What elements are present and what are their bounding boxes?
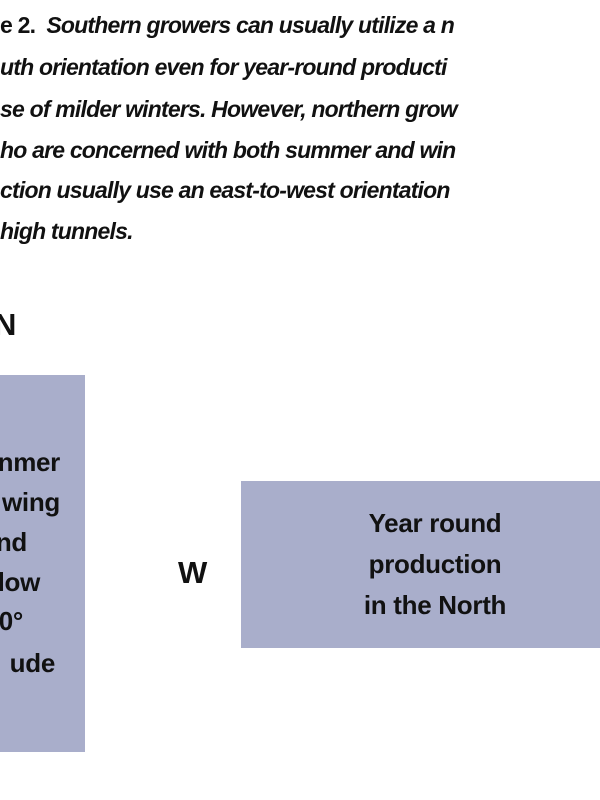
north-label: N [0,307,17,342]
right-box-line: production [368,549,502,579]
caption-line-5: ction usually use an east-to-west orient… [0,177,450,203]
figure-label: e 2. [0,12,36,38]
left-box-line: low [0,567,40,597]
left-box-line: ude [9,648,56,678]
left-box-line: wing [1,487,60,517]
caption-line-4: ho are concerned with both summer and wi… [0,137,456,163]
caption-line-3: se of milder winters. However, northern … [0,96,458,122]
summer-growing-tunnel-box [0,375,85,752]
left-box-line: nd [0,527,27,557]
right-box-text: Year round production in the North [280,481,590,648]
right-box-line: Year round [368,508,502,538]
caption-line-1: e 2. Southern growers can usually utiliz… [0,12,455,39]
left-box-line: 0° [0,606,23,636]
left-box-line: nmer [0,447,60,477]
right-box-line: in the North [363,590,507,620]
caption-line-6: high tunnels. [0,218,134,244]
year-round-north-tunnel-box [241,481,600,648]
caption-line-2: uth orientation even for year-round prod… [0,54,447,80]
caption-text: Southern growers can usually utilize a n [46,12,455,38]
west-label: W [178,555,208,590]
